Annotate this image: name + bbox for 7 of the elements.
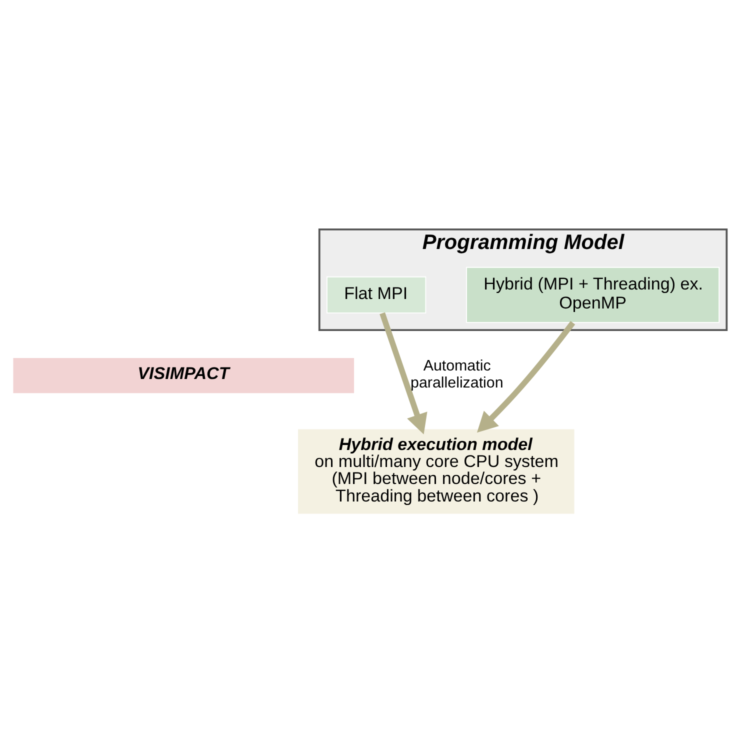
node-box: Flat MPI: [326, 276, 426, 313]
node-box: Hybrid execution model on multi/many core CPU system (MPI between node/cores + Threading between cores ): [297, 428, 576, 514]
arrow: [476, 320, 576, 432]
arrow: [380, 312, 428, 434]
node-box: VISIMPACT: [12, 356, 355, 394]
node-box: Hybrid (MPI + Threading) ex. OpenMP: [466, 266, 720, 322]
edge-label: Automatic parallelization: [410, 357, 504, 392]
